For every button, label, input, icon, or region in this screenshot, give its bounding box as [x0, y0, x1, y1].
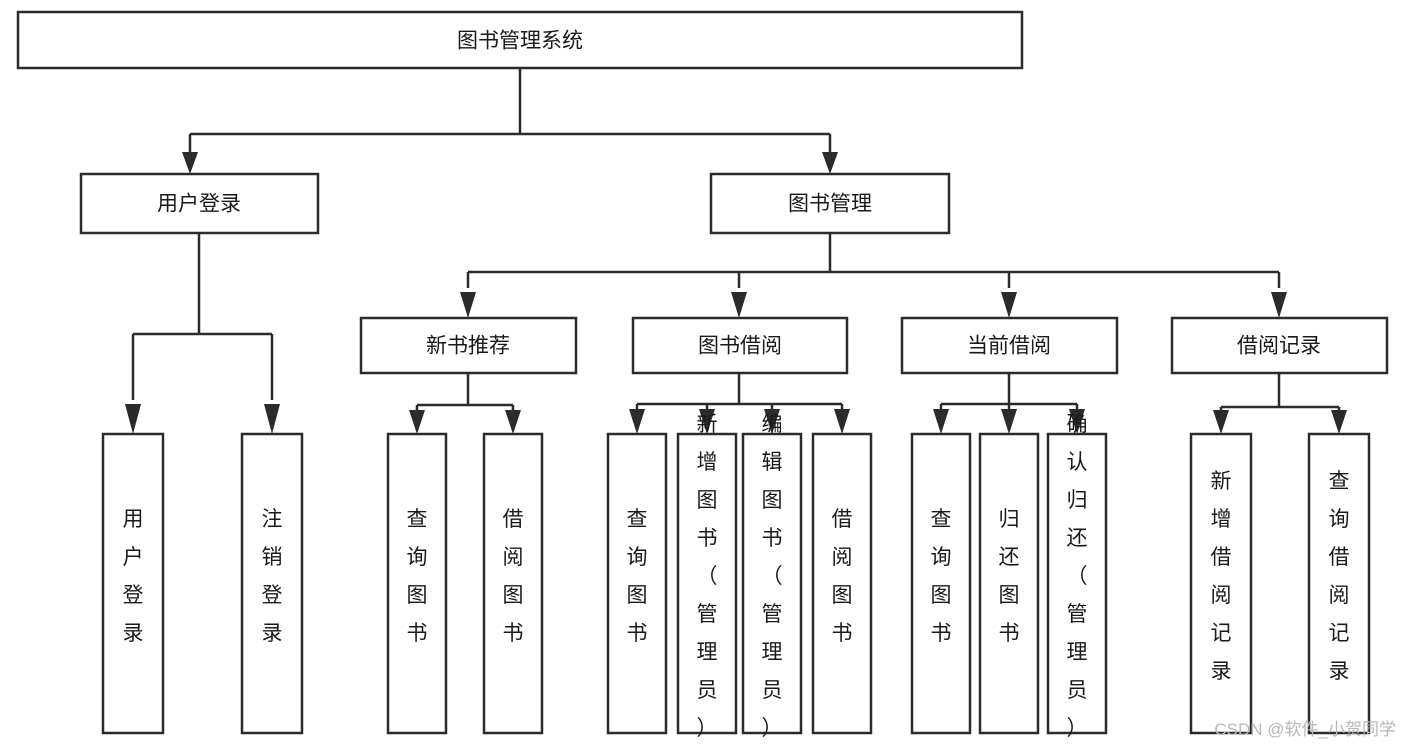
leaf-user-login-2[interactable]: 注销登录 [240, 432, 304, 735]
node-root[interactable]: 图书管理系统 [16, 10, 1024, 70]
leaf-new-book-1-box[interactable] [386, 432, 448, 735]
leaf-user-login-1-label: 用户登录 [123, 508, 144, 645]
arrow-new-book-leaf-2 [505, 410, 521, 434]
leaf-current-borrow-3-box[interactable] [1046, 432, 1108, 735]
leaf-current-borrow-1-box[interactable] [910, 432, 972, 735]
leaf-new-book-2-box[interactable] [482, 432, 544, 735]
leaf-borrow-record-1-label: 新增借阅记录 [1211, 470, 1232, 683]
leaf-book-borrow-1-label: 查询图书 [627, 508, 648, 645]
arrow-new-book-leaf-1 [409, 410, 425, 434]
node-borrow-record[interactable]: 借阅记录 [1170, 316, 1389, 375]
leaf-current-borrow-2-label: 归还图书 [999, 508, 1020, 645]
arrow-record-leaf-1 [1213, 410, 1229, 434]
leaf-book-borrow-3-label: 编辑图书（管理员） [762, 413, 783, 740]
arrow-current-leaf-3 [1069, 409, 1085, 434]
node-new-book-recommend-box[interactable] [359, 316, 578, 375]
node-root-box[interactable] [16, 10, 1024, 70]
leaf-new-book-1-label: 查询图书 [407, 508, 428, 645]
leaf-current-borrow-3-label: 确认归还（管理员） [1067, 413, 1088, 740]
arrow-root-to-user-login [182, 152, 198, 174]
leaf-borrow-record-2-label: 查询借阅记录 [1329, 470, 1350, 683]
arrow-current-leaf-2 [1001, 409, 1017, 434]
node-book-borrow-box[interactable] [631, 316, 849, 375]
leaf-book-borrow-2-box[interactable] [676, 432, 738, 735]
csdn-watermark: CSDN @软件_小贺同学 [1214, 720, 1396, 739]
leaf-book-borrow-3[interactable]: 编辑图书（管理员） [741, 413, 803, 740]
arrow-book-mgmt-to-current [1001, 292, 1017, 318]
leaf-user-login-1-box[interactable] [101, 432, 165, 735]
leaf-current-borrow-2[interactable]: 归还图书 [978, 432, 1040, 735]
node-borrow-record-box[interactable] [1170, 316, 1389, 375]
arrow-book-mgmt-to-borrow [731, 292, 747, 318]
node-root-label: 图书管理系统 [457, 30, 583, 53]
node-book-borrow-label: 图书借阅 [698, 335, 782, 358]
node-book-mgmt-box[interactable] [709, 172, 951, 235]
node-current-borrow-label: 当前借阅 [967, 335, 1051, 358]
node-new-book-recommend[interactable]: 新书推荐 [359, 316, 578, 375]
node-user-login-box[interactable] [79, 172, 320, 235]
leaf-book-borrow-1-box[interactable] [606, 432, 668, 735]
edge-layer [125, 68, 1347, 434]
node-current-borrow[interactable]: 当前借阅 [900, 316, 1119, 375]
leaf-borrow-record-1-box[interactable] [1189, 432, 1253, 735]
leaf-book-borrow-4[interactable]: 借阅图书 [811, 432, 873, 735]
leaf-book-borrow-4-label: 借阅图书 [832, 508, 853, 645]
arrow-root-to-book-mgmt [822, 152, 838, 174]
node-book-mgmt[interactable]: 图书管理 [709, 172, 951, 235]
arrow-current-leaf-1 [933, 409, 949, 434]
leaf-borrow-record-1[interactable]: 新增借阅记录 [1189, 432, 1253, 735]
arrow-book-mgmt-to-new-book [460, 292, 476, 318]
leaf-user-login-2-box[interactable] [240, 432, 304, 735]
node-borrow-record-label: 借阅记录 [1237, 335, 1321, 358]
node-book-mgmt-label: 图书管理 [788, 193, 872, 216]
leaf-current-borrow-1[interactable]: 查询图书 [910, 432, 972, 735]
arrow-user-login-leaf-2 [264, 404, 280, 434]
leaf-current-borrow-2-box[interactable] [978, 432, 1040, 735]
leaf-new-book-1[interactable]: 查询图书 [386, 432, 448, 735]
node-book-borrow[interactable]: 图书借阅 [631, 316, 849, 375]
arrow-borrow-leaf-4 [834, 409, 850, 434]
leaf-new-book-2[interactable]: 借阅图书 [482, 432, 544, 735]
arrow-borrow-leaf-1 [629, 409, 645, 434]
arrow-user-login-leaf-1 [125, 404, 141, 434]
leaf-current-borrow-3[interactable]: 确认归还（管理员） [1046, 413, 1108, 740]
leaf-book-borrow-2-label: 新增图书（管理员） [697, 413, 718, 740]
leaf-new-book-2-label: 借阅图书 [503, 508, 524, 645]
leaf-book-borrow-4-box[interactable] [811, 432, 873, 735]
node-new-book-recommend-label: 新书推荐 [426, 335, 510, 358]
arrow-book-mgmt-to-record [1271, 292, 1287, 318]
leaf-book-borrow-2[interactable]: 新增图书（管理员） [676, 413, 738, 740]
leaf-book-borrow-3-box[interactable] [741, 432, 803, 735]
leaf-user-login-2-label: 注销登录 [262, 508, 283, 645]
leaf-user-login-1[interactable]: 用户登录 [101, 432, 165, 735]
leaf-borrow-record-2[interactable]: 查询借阅记录 [1307, 432, 1371, 735]
node-user-login[interactable]: 用户登录 [79, 172, 320, 235]
arrow-borrow-leaf-3 [764, 409, 780, 434]
node-user-login-label: 用户登录 [157, 193, 241, 216]
leaf-borrow-record-2-box[interactable] [1307, 432, 1371, 735]
leaf-current-borrow-1-label: 查询图书 [931, 508, 952, 645]
arrow-borrow-leaf-2 [699, 409, 715, 434]
node-current-borrow-box[interactable] [900, 316, 1119, 375]
arrow-record-leaf-2 [1331, 410, 1347, 434]
leaf-book-borrow-1[interactable]: 查询图书 [606, 432, 668, 735]
